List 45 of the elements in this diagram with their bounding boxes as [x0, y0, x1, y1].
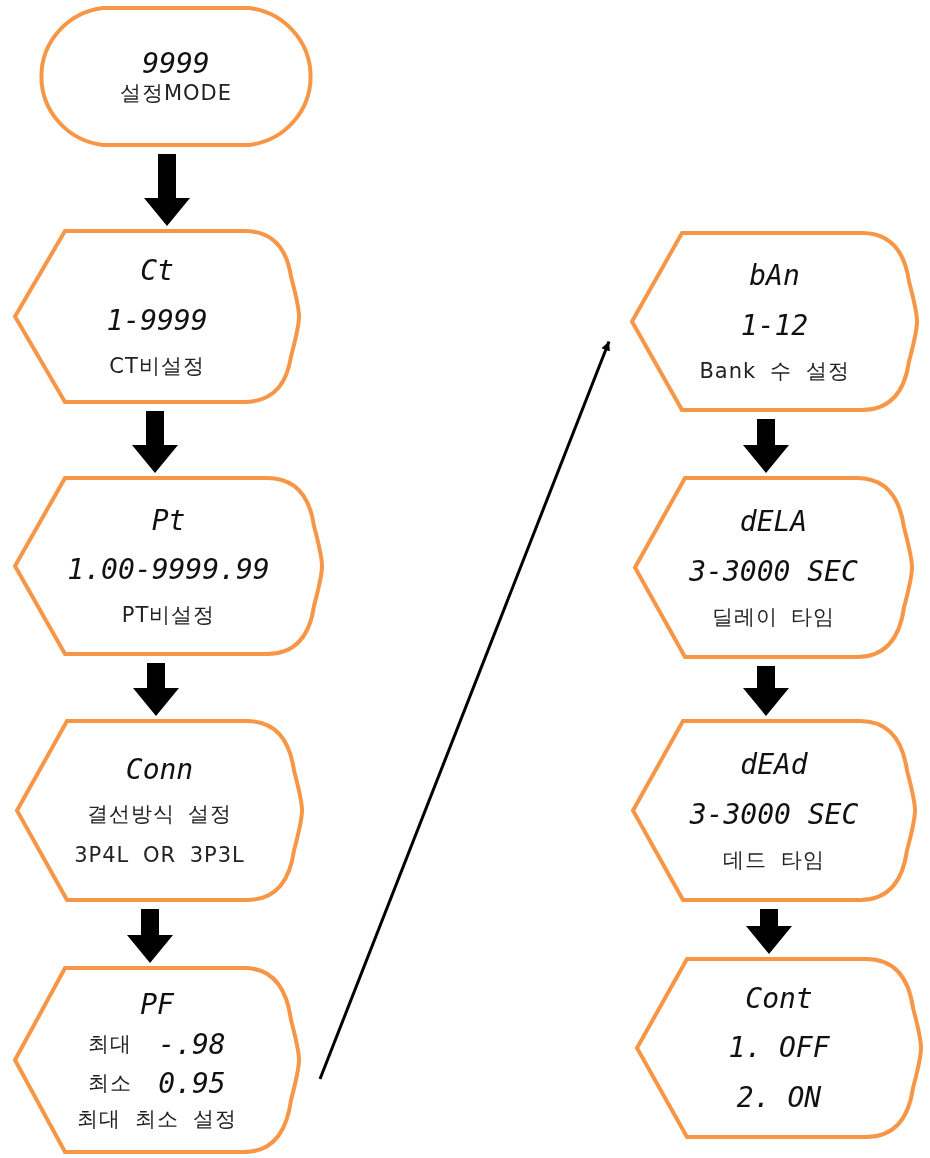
display-box — [14, 718, 305, 903]
arrow — [318, 340, 611, 1080]
label-text: 딜레이 타임 — [711, 604, 836, 630]
arrow — [132, 411, 178, 473]
display-readout: 1-9999 — [106, 303, 208, 338]
display-box — [634, 956, 924, 1140]
arrow — [127, 909, 173, 963]
display-readout: 1-12 — [740, 308, 809, 343]
display-readout: dEAd — [740, 748, 808, 782]
display-readout: 9999 — [142, 47, 210, 81]
arrow — [743, 419, 789, 473]
display-readout: 1. OFF — [728, 1031, 830, 1065]
display-readout: bAn — [749, 259, 800, 293]
display-readout: 1.00-9999.99 — [67, 553, 270, 587]
display-readout: Conn — [125, 752, 194, 787]
label-text: 3P4L OR 3P3L — [74, 843, 245, 869]
label-text: PT비설정 — [121, 603, 216, 629]
display-box — [12, 965, 302, 1155]
display-box — [632, 475, 915, 660]
display-readout: PF — [140, 988, 174, 1022]
arrow — [746, 909, 792, 954]
display-readout: Pt — [151, 503, 186, 538]
display-readout: dELA — [739, 505, 808, 539]
display-readout: 2. ON — [736, 1080, 822, 1115]
display-readout: 3-3000 SEC — [689, 797, 859, 832]
arrow — [743, 666, 789, 716]
label-text: 최대 최소 설정 — [77, 1106, 237, 1132]
display-box — [630, 718, 918, 903]
label-text: CT비설정 — [109, 353, 205, 379]
display-readout: 3-3000 SEC — [689, 554, 858, 589]
display-readout: 0.95 — [158, 1067, 226, 1101]
label-text: 설정MODE — [119, 80, 233, 106]
arrow — [144, 154, 190, 226]
display-readout: Ct — [140, 254, 174, 288]
display-readout: Cont — [745, 981, 813, 1016]
label-text: 최소 — [88, 1071, 133, 1097]
display-readout: -.98 — [158, 1027, 226, 1062]
label-text: Bank 수 설정 — [699, 358, 850, 384]
display-box — [12, 228, 302, 405]
display-box — [12, 475, 325, 657]
arrow — [133, 663, 179, 716]
label-text: 결선방식 설정 — [86, 802, 233, 828]
label-text: 최대 — [88, 1031, 133, 1057]
display-box — [629, 230, 920, 413]
label-text: 데드 타임 — [723, 847, 825, 873]
